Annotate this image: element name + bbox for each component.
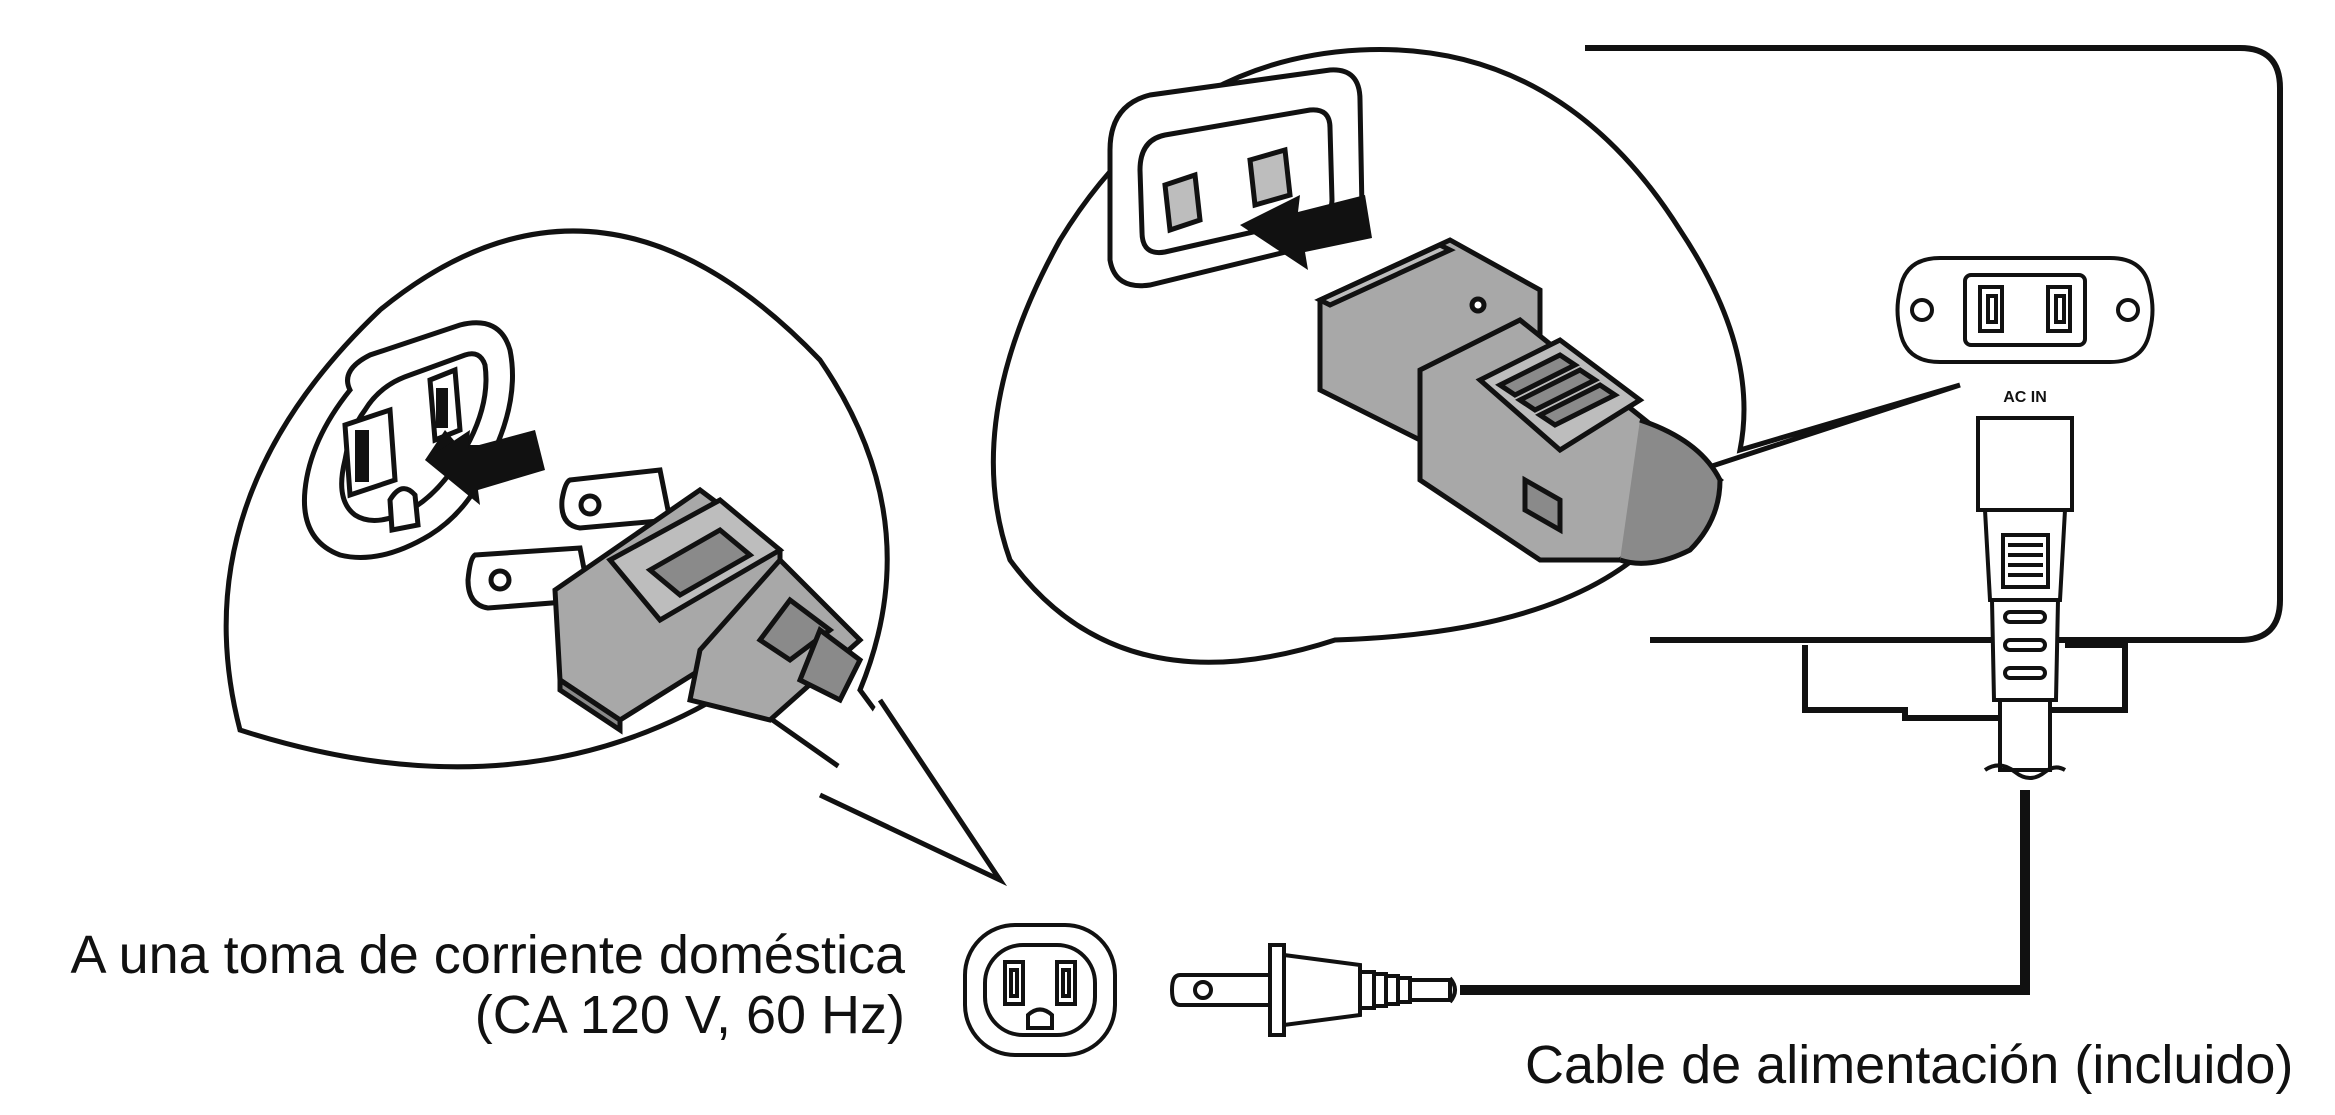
wall-outlet-with-plug-icon [223, 228, 1008, 887]
outlet-caption: A una toma de corriente doméstica (CA 12… [71, 925, 905, 1045]
cable-caption: Cable de alimentación (incluido) [1525, 1035, 2294, 1095]
wall-outlet-icon [963, 923, 1117, 1057]
ac-inlet-icon [1895, 256, 2155, 364]
plug-icon [1169, 943, 1457, 1037]
power-cable [1460, 790, 2030, 995]
outlet-caption-line2: (CA 120 V, 60 Hz) [474, 985, 905, 1045]
outlet-caption-line1: A una toma de corriente doméstica [70, 925, 905, 985]
ac-inlet-with-connector-icon [990, 47, 1961, 665]
panel-connector [1976, 416, 2074, 780]
ac-in-label: AC IN [2003, 389, 2047, 406]
